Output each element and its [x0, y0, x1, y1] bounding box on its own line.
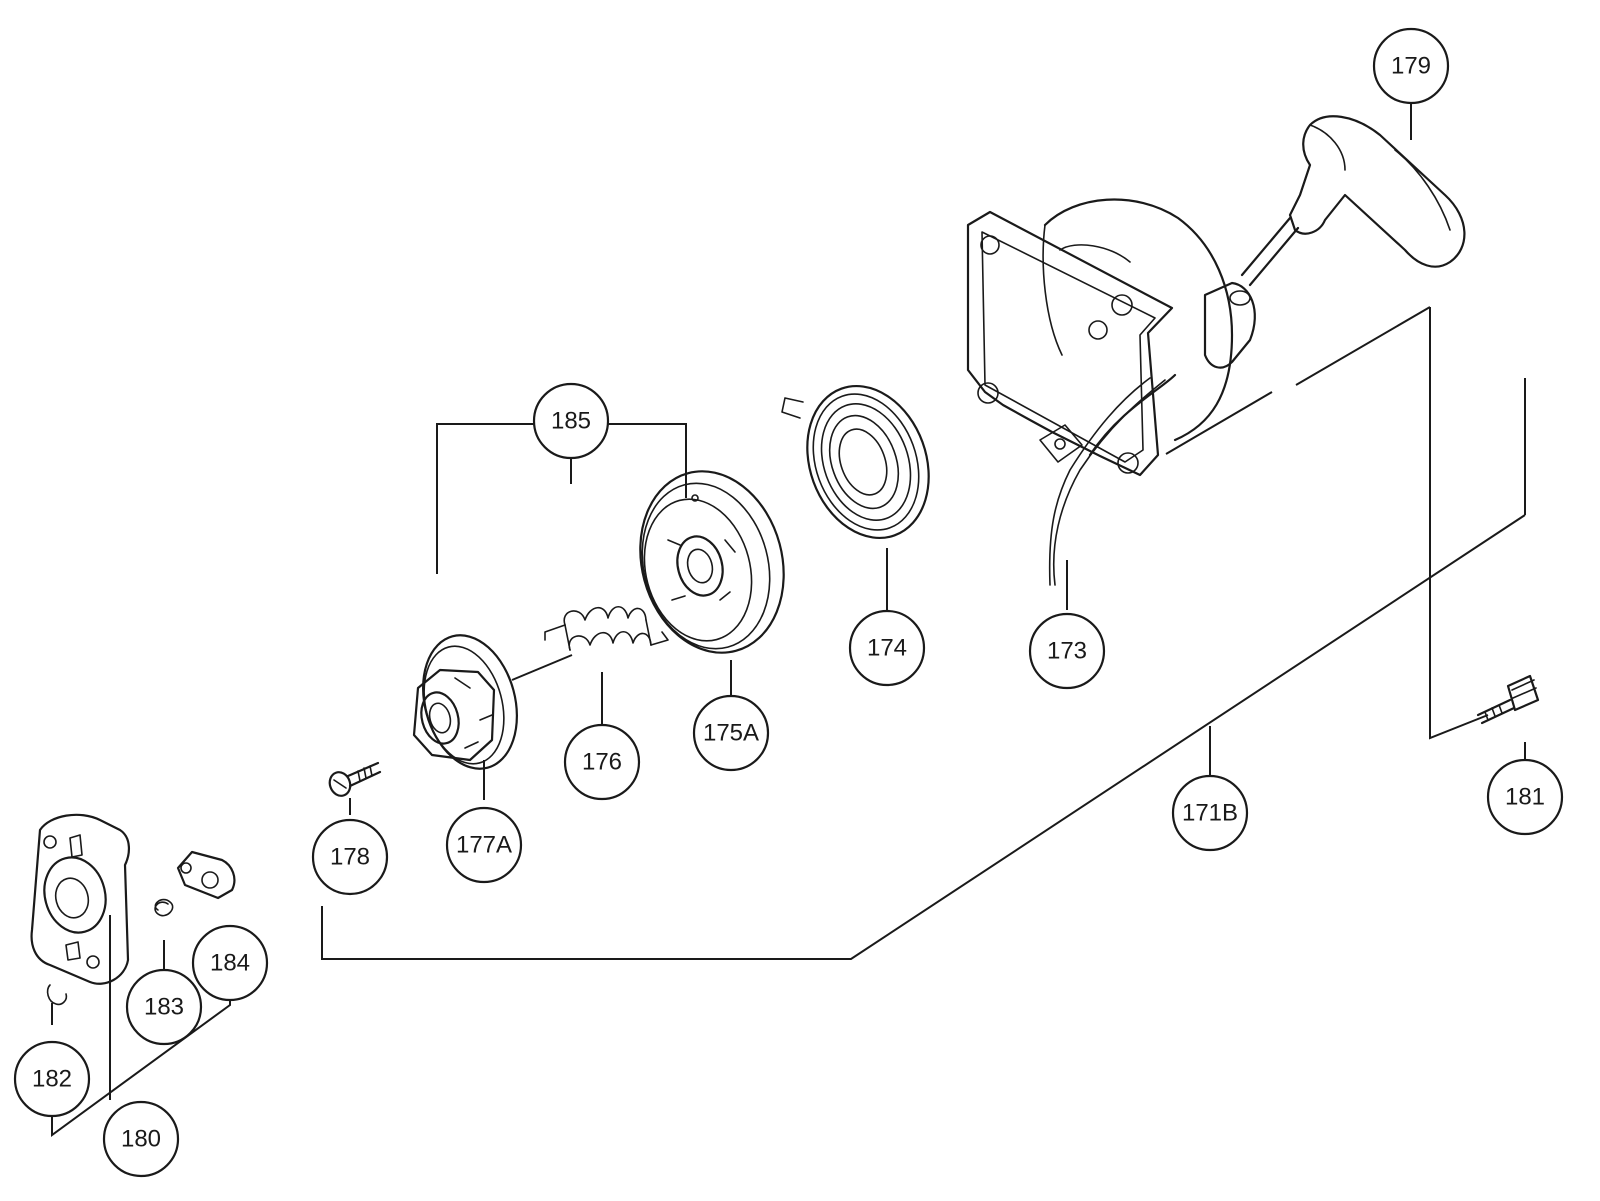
- torsion-spring: [544, 605, 669, 651]
- pawl-assembly: [30, 813, 236, 1006]
- callout-181: 181: [1486, 758, 1564, 836]
- callout-182: 182: [13, 1040, 91, 1118]
- mounting-bolt: [1476, 674, 1540, 725]
- svg-text:181: 181: [1505, 784, 1545, 811]
- svg-text:175A: 175A: [703, 720, 759, 747]
- callout-185: 185: [532, 382, 610, 460]
- starter-handle: [1240, 115, 1466, 287]
- callout-176: 176: [563, 723, 641, 801]
- svg-text:182: 182: [32, 1066, 72, 1093]
- callout-173: 173: [1028, 612, 1106, 690]
- callout-175A: 175A: [692, 694, 770, 772]
- svg-text:180: 180: [121, 1126, 161, 1153]
- leader-lines: [51, 103, 1526, 1137]
- svg-text:177A: 177A: [456, 832, 512, 859]
- svg-text:173: 173: [1047, 638, 1087, 665]
- callout-180: 180: [102, 1100, 180, 1178]
- svg-text:174: 174: [867, 635, 907, 662]
- svg-text:184: 184: [210, 950, 250, 977]
- svg-text:185: 185: [551, 408, 591, 435]
- callout-184: 184: [191, 924, 269, 1002]
- callout-178: 178: [311, 818, 389, 896]
- svg-text:176: 176: [582, 749, 622, 776]
- callout-183: 183: [125, 968, 203, 1046]
- callout-174: 174: [848, 609, 926, 687]
- svg-text:183: 183: [144, 994, 184, 1021]
- callout-179: 179: [1372, 27, 1450, 105]
- center-screw: [328, 761, 382, 797]
- svg-text:171B: 171B: [1182, 800, 1238, 827]
- callout-177A: 177A: [445, 806, 523, 884]
- recoil-spring: [781, 384, 930, 540]
- callout-171B: 171B: [1171, 774, 1249, 852]
- svg-text:179: 179: [1391, 53, 1431, 80]
- ratchet: [412, 634, 518, 770]
- rope-pulley: [639, 470, 785, 654]
- starter-housing: [966, 198, 1256, 586]
- svg-text:178: 178: [330, 844, 370, 871]
